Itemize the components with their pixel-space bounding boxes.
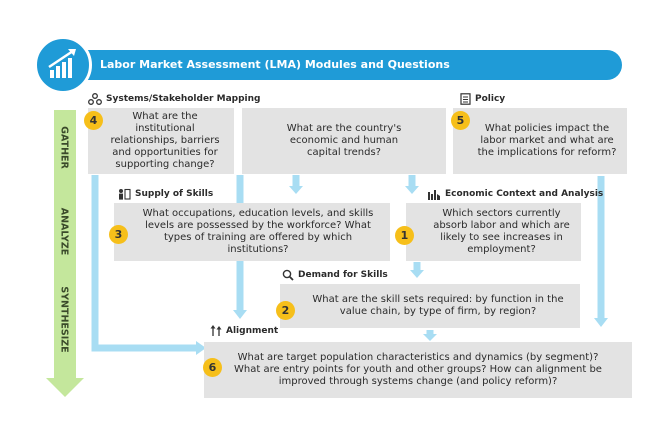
flow-head-supply [233,310,247,319]
box-economic: Which sectors currently absorb labor and… [406,203,581,261]
label-supply: Supply of Skills [117,188,213,200]
box-alignment: What are target population characteristi… [204,342,632,398]
label-policy: Policy [460,93,505,105]
document-icon [460,93,471,105]
stage-analyze: ANALYZE [58,207,70,256]
label-alignment: Alignment [210,325,278,337]
stage-synthesize: SYNTHESIZE [58,286,70,353]
magnifier-icon [282,269,294,281]
label-economic: Economic Context and Analysis [427,188,603,200]
flow-head-trends-right [405,186,419,194]
box-systems: What are the institutional relationships… [88,108,234,174]
badge-6: 6 [203,358,222,377]
factory-chart-icon [428,190,440,200]
growth-chart-icon [48,49,76,78]
header-bar: Labor Market Assessment (LMA) Modules an… [60,50,622,80]
flow-head-policy [594,318,608,327]
network-icon [88,93,102,105]
stage-arrow-shaft [54,110,76,380]
flow-head-demand [423,334,437,341]
logo-circle [34,36,92,94]
label-systems: Systems/Stakeholder Mapping [88,93,260,105]
badge-4: 4 [84,111,103,130]
flow-head-alignment-left [196,341,206,355]
badge-3: 3 [109,225,128,244]
box-policy: What policies impact the labor market an… [453,108,627,174]
badge-5: 5 [451,111,470,130]
flow-systems-to-alignment [91,175,196,352]
flow-head-trends-left [289,186,303,194]
people-icon [119,188,131,200]
badge-1: 1 [395,226,414,245]
label-demand: Demand for Skills [282,269,388,281]
box-trends: What are the country's economic and huma… [242,108,446,174]
box-demand: What are the skill sets required: by fun… [280,284,580,328]
stage-arrow-head [46,378,84,397]
badge-2: 2 [276,301,295,320]
arrows-up-icon [210,325,222,336]
stage-gather: GATHER [58,126,70,169]
page-title: Labor Market Assessment (LMA) Modules an… [100,58,450,71]
box-supply: What occupations, education levels, and … [114,203,390,261]
flow-head-economic [410,270,424,278]
